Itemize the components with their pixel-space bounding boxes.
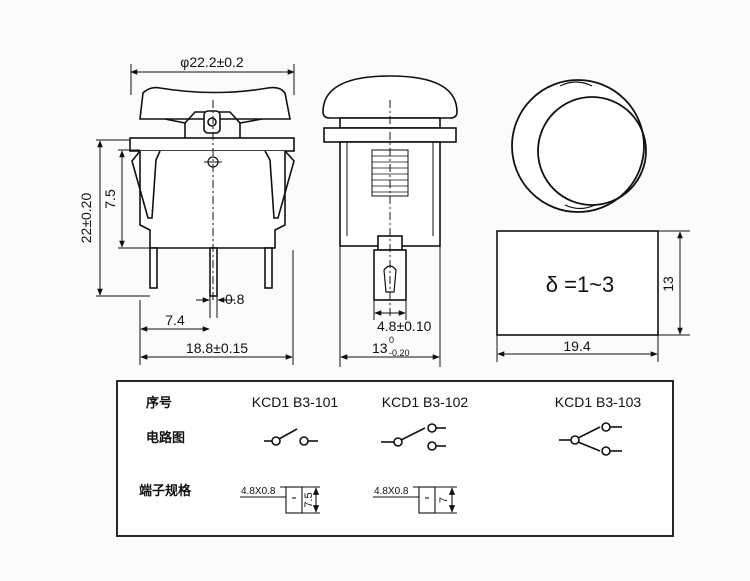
circuit-symbol-101	[264, 428, 318, 446]
dim-pin-thickness-label: 0.8	[225, 291, 245, 307]
row-label-index: 序号	[146, 395, 172, 411]
dim-body-height-label: 7.5	[102, 189, 118, 209]
terminal-size-102: 4.8X0.8	[374, 486, 409, 497]
top-view	[511, 79, 647, 213]
panel-thickness-label: δ =1~3	[546, 272, 615, 297]
terminal-height-101: 7.5	[303, 492, 315, 507]
dim-width-label: φ22.2±0.2	[180, 54, 244, 70]
dim-pin-offset-label: 7.4	[165, 312, 185, 328]
panel-cutout-dimensions	[496, 230, 690, 362]
model-name-101: KCD1 B3-101	[252, 394, 339, 410]
circuit-symbol-103	[559, 422, 622, 456]
dim-terminal-label: 4.8±0.10	[377, 318, 432, 334]
round-cap-inner	[537, 96, 647, 206]
round-cap-outer	[511, 79, 645, 213]
side-cap-shape	[322, 75, 458, 119]
terminal-size-101: 4.8X0.8	[241, 486, 276, 497]
side-view	[322, 75, 458, 318]
body-flange-shape	[129, 137, 295, 152]
terminal-height-102: 7	[438, 497, 450, 503]
spec-table-frame	[116, 380, 674, 537]
row-label-circuit: 电路图	[146, 430, 185, 446]
dim-depth-tol-upper: 0	[389, 335, 394, 345]
front-view-dimensions	[96, 64, 295, 365]
rocker-cap-shape	[139, 86, 291, 120]
model-name-102: KCD1 B3-102	[382, 394, 469, 410]
dim-depth-tol-lower: -0.20	[389, 348, 410, 358]
panel-width-label: 19.4	[563, 338, 590, 354]
panel-cutout	[496, 230, 659, 336]
model-name-103: KCD1 B3-103	[555, 394, 642, 410]
side-view-dimensions	[339, 246, 441, 367]
front-view	[129, 86, 295, 300]
right-pin-shape	[264, 247, 273, 289]
left-pin-shape	[149, 247, 158, 289]
row-label-terminal: 端子规格	[139, 483, 192, 499]
dim-total-height-label: 22±0.20	[78, 193, 94, 244]
circuit-symbol-102	[381, 423, 446, 451]
dim-depth-base-label: 13	[372, 340, 388, 356]
dim-body-width-label: 18.8±0.15	[186, 340, 248, 356]
terminal-drawing-102	[373, 486, 457, 514]
terminal-drawing-101	[240, 486, 320, 514]
panel-cutout-rect	[496, 230, 659, 336]
panel-height-label: 13	[660, 276, 676, 292]
